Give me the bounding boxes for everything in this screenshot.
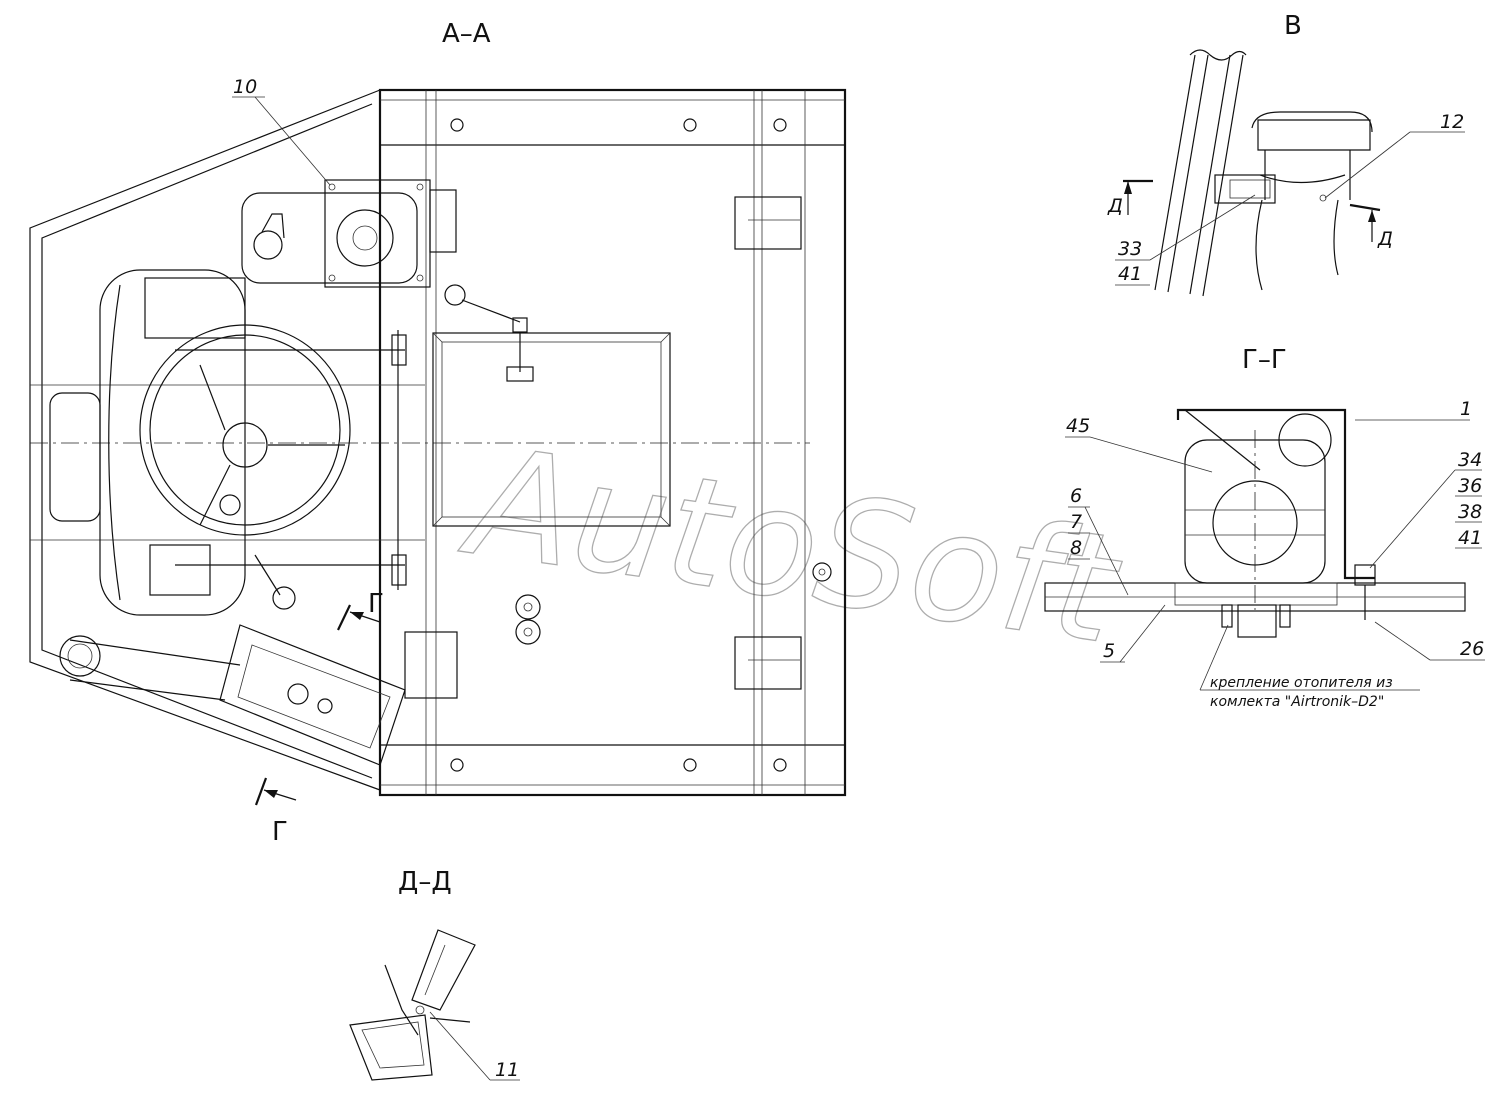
note-line-2: комлекта "Airtronik–D2" (1210, 694, 1384, 710)
callout-33: 33 (1118, 238, 1142, 260)
watermark: AutoSoft (453, 414, 1131, 678)
view-title-v: В (1284, 11, 1302, 41)
callout-38: 38 (1458, 501, 1482, 523)
callout-1: 1 (1460, 398, 1472, 420)
view-gg: 1 45 6 7 8 5 34 36 38 41 26 крепление от… (1044, 398, 1485, 710)
callout-8: 8 (1070, 537, 1082, 559)
callout-12: 12 (1440, 111, 1464, 133)
callout-10: 10 (233, 76, 257, 98)
view-title-dd: Д–Д (398, 867, 452, 897)
callout-41-gg: 41 (1458, 527, 1482, 549)
view-v: Д Д 33 41 12 (1107, 49, 1465, 297)
section-mark-g-top: Г (368, 589, 384, 619)
section-mark-d-left: Д (1107, 195, 1123, 217)
callout-41-v: 41 (1118, 263, 1142, 285)
section-mark-d-right: Д (1377, 228, 1393, 250)
callout-26: 26 (1460, 638, 1484, 660)
view-aa: 10 Г Г (29, 76, 847, 847)
callout-11: 11 (495, 1059, 519, 1081)
callout-5: 5 (1103, 640, 1115, 662)
note-line-1: крепление отопителя из (1210, 675, 1393, 691)
callout-36: 36 (1458, 475, 1482, 497)
callout-7: 7 (1070, 511, 1082, 533)
callout-34: 34 (1458, 449, 1482, 471)
view-title-gg: Г–Г (1242, 345, 1287, 375)
view-title-aa: А–А (442, 19, 491, 49)
callout-45: 45 (1066, 415, 1090, 437)
section-mark-g-bottom: Г (272, 817, 288, 847)
callout-6: 6 (1070, 485, 1082, 507)
view-dd: 11 (349, 929, 520, 1081)
